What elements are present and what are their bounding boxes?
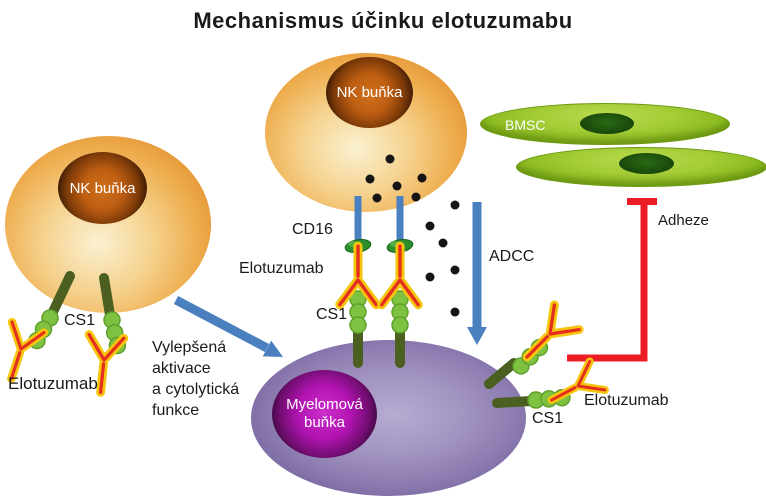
adheze-label: Adheze [658, 212, 709, 229]
cytotoxic-granules [365, 154, 460, 317]
nk-cell-top-nucleus: NK buňka [326, 57, 413, 128]
nk-cell-left-label: NK buňka [69, 179, 136, 197]
cs1-stalk-center [353, 323, 405, 368]
adcc-arrow [467, 202, 487, 345]
elotuzumab-right-label: Elotuzumab [584, 392, 669, 409]
activation-text: Vylepšená aktivace a cytolytická funkce [152, 339, 240, 419]
cs1-center-label: CS1 [316, 306, 348, 323]
adhesion-inhibition-line [567, 198, 657, 362]
cd16-label: CD16 [292, 221, 333, 238]
elotuzumab-antibody-center [340, 246, 418, 305]
cs1-left-label: CS1 [64, 312, 96, 329]
elotuzumab-left-label: Elotuzumab [8, 374, 98, 393]
bmsc-label: BMSC [505, 117, 546, 133]
cs1-stalk-right [484, 358, 536, 408]
activation-arrow [173, 296, 283, 357]
bmsc-cell-1-nucleus [580, 113, 634, 134]
cs1-right-label: CS1 [532, 410, 564, 427]
cs1-stalk-left [47, 271, 115, 320]
diagram-title: Mechanismus účinku elotuzumabu [193, 8, 573, 33]
bmsc-cell-2-nucleus [619, 153, 674, 174]
elotuzumab-center-label: Elotuzumab [239, 260, 324, 277]
adcc-label: ADCC [489, 248, 535, 265]
cs1-receptor-center [349, 290, 409, 334]
nk-cell-top-label: NK buňka [336, 84, 403, 101]
nk-cell-left-nucleus: NK buňka [58, 152, 147, 224]
